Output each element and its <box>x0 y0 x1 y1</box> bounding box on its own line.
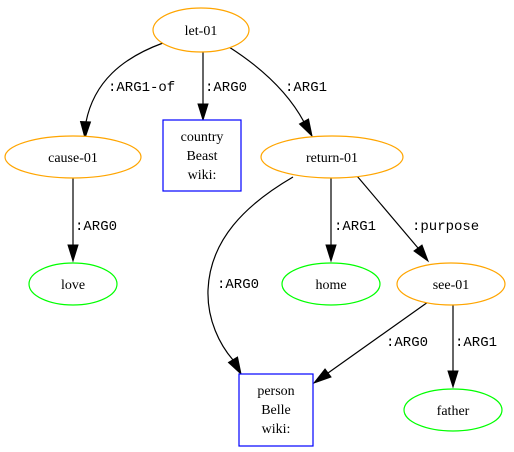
edge-label-arg1: :ARG1 <box>455 335 497 351</box>
node-cause-01: cause-01 <box>4 135 142 179</box>
nodes: let-01 cause-01 country Beast wiki: retu… <box>4 7 506 447</box>
edge-cause-love: :ARG0 <box>67 178 117 263</box>
edge-label-arg1: :ARG1 <box>334 219 376 235</box>
node-label: return-01 <box>306 151 358 166</box>
edge-label-arg0: :ARG0 <box>386 335 428 351</box>
node-home: home <box>281 262 381 306</box>
edges: :ARG1-of :ARG0 :ARG1 :ARG0 :ARG0 <box>67 42 497 389</box>
node-let-01: let-01 <box>152 7 250 53</box>
node-label: see-01 <box>433 278 470 293</box>
edge-label-arg0: :ARG0 <box>205 80 247 96</box>
node-see-01: see-01 <box>396 262 506 306</box>
node-label: cause-01 <box>48 151 98 166</box>
edge-label-arg0: :ARG0 <box>217 277 259 293</box>
node-label-line2: Belle <box>261 403 291 418</box>
node-label-line1: country <box>181 130 224 145</box>
node-label: father <box>437 404 470 419</box>
edge-let-cause: :ARG1-of <box>79 42 175 140</box>
node-label-line2: Beast <box>186 149 217 164</box>
node-label: let-01 <box>185 24 218 39</box>
edge-return-see: :purpose <box>356 175 479 263</box>
node-country: country Beast wiki: <box>162 119 242 192</box>
edge-let-country: :ARG0 <box>197 52 247 122</box>
edge-return-person: :ARG0 <box>207 176 294 376</box>
node-love: love <box>28 262 118 306</box>
node-return-01: return-01 <box>260 135 404 179</box>
node-father: father <box>403 388 503 432</box>
edge-label-arg1: :ARG1 <box>285 80 327 96</box>
edge-let-return: :ARG1 <box>228 46 327 138</box>
edge-label-arg1-of: :ARG1-of <box>108 80 175 96</box>
node-label-line3: wiki: <box>262 422 291 437</box>
node-person: person Belle wiki: <box>238 373 314 447</box>
edge-see-person: :ARG0 <box>312 301 429 385</box>
node-label: love <box>61 278 85 293</box>
edge-label-purpose: :purpose <box>412 219 479 235</box>
edge-return-home: :ARG1 <box>325 178 376 263</box>
node-label-line3: wiki: <box>188 168 217 183</box>
node-label: home <box>315 278 346 293</box>
edge-see-father: :ARG1 <box>447 305 497 389</box>
node-label-line1: person <box>257 384 294 399</box>
edge-label-arg0: :ARG0 <box>75 219 117 235</box>
